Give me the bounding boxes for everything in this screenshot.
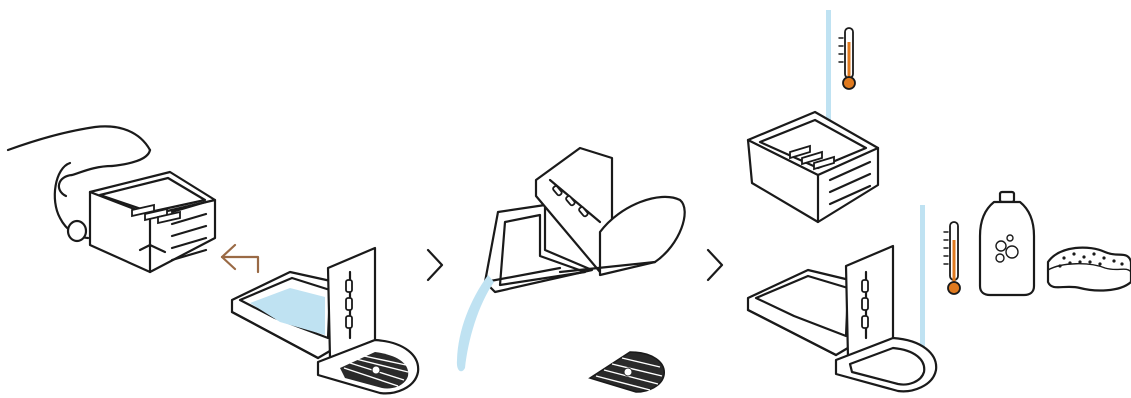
next-chevron-icon — [428, 250, 442, 280]
sponge-icon — [1048, 248, 1131, 291]
detergent-bottle-icon — [980, 192, 1034, 295]
drip-tray-icon — [748, 246, 936, 391]
thermometer-icon — [944, 222, 960, 294]
drip-grate-icon — [590, 352, 664, 392]
drip-tray-icon — [485, 148, 685, 292]
container-icon — [748, 112, 878, 222]
thermometer-icon — [839, 28, 855, 89]
back-arrow-icon — [222, 245, 258, 272]
next-chevron-icon — [708, 250, 722, 280]
step-3-clean-parts — [748, 10, 1131, 391]
step-2-empty-drip-tray — [457, 148, 685, 392]
drip-tray-icon — [232, 248, 418, 393]
water-stream-icon — [457, 275, 494, 371]
container-icon — [90, 172, 215, 272]
step-1-remove-container — [8, 126, 418, 393]
